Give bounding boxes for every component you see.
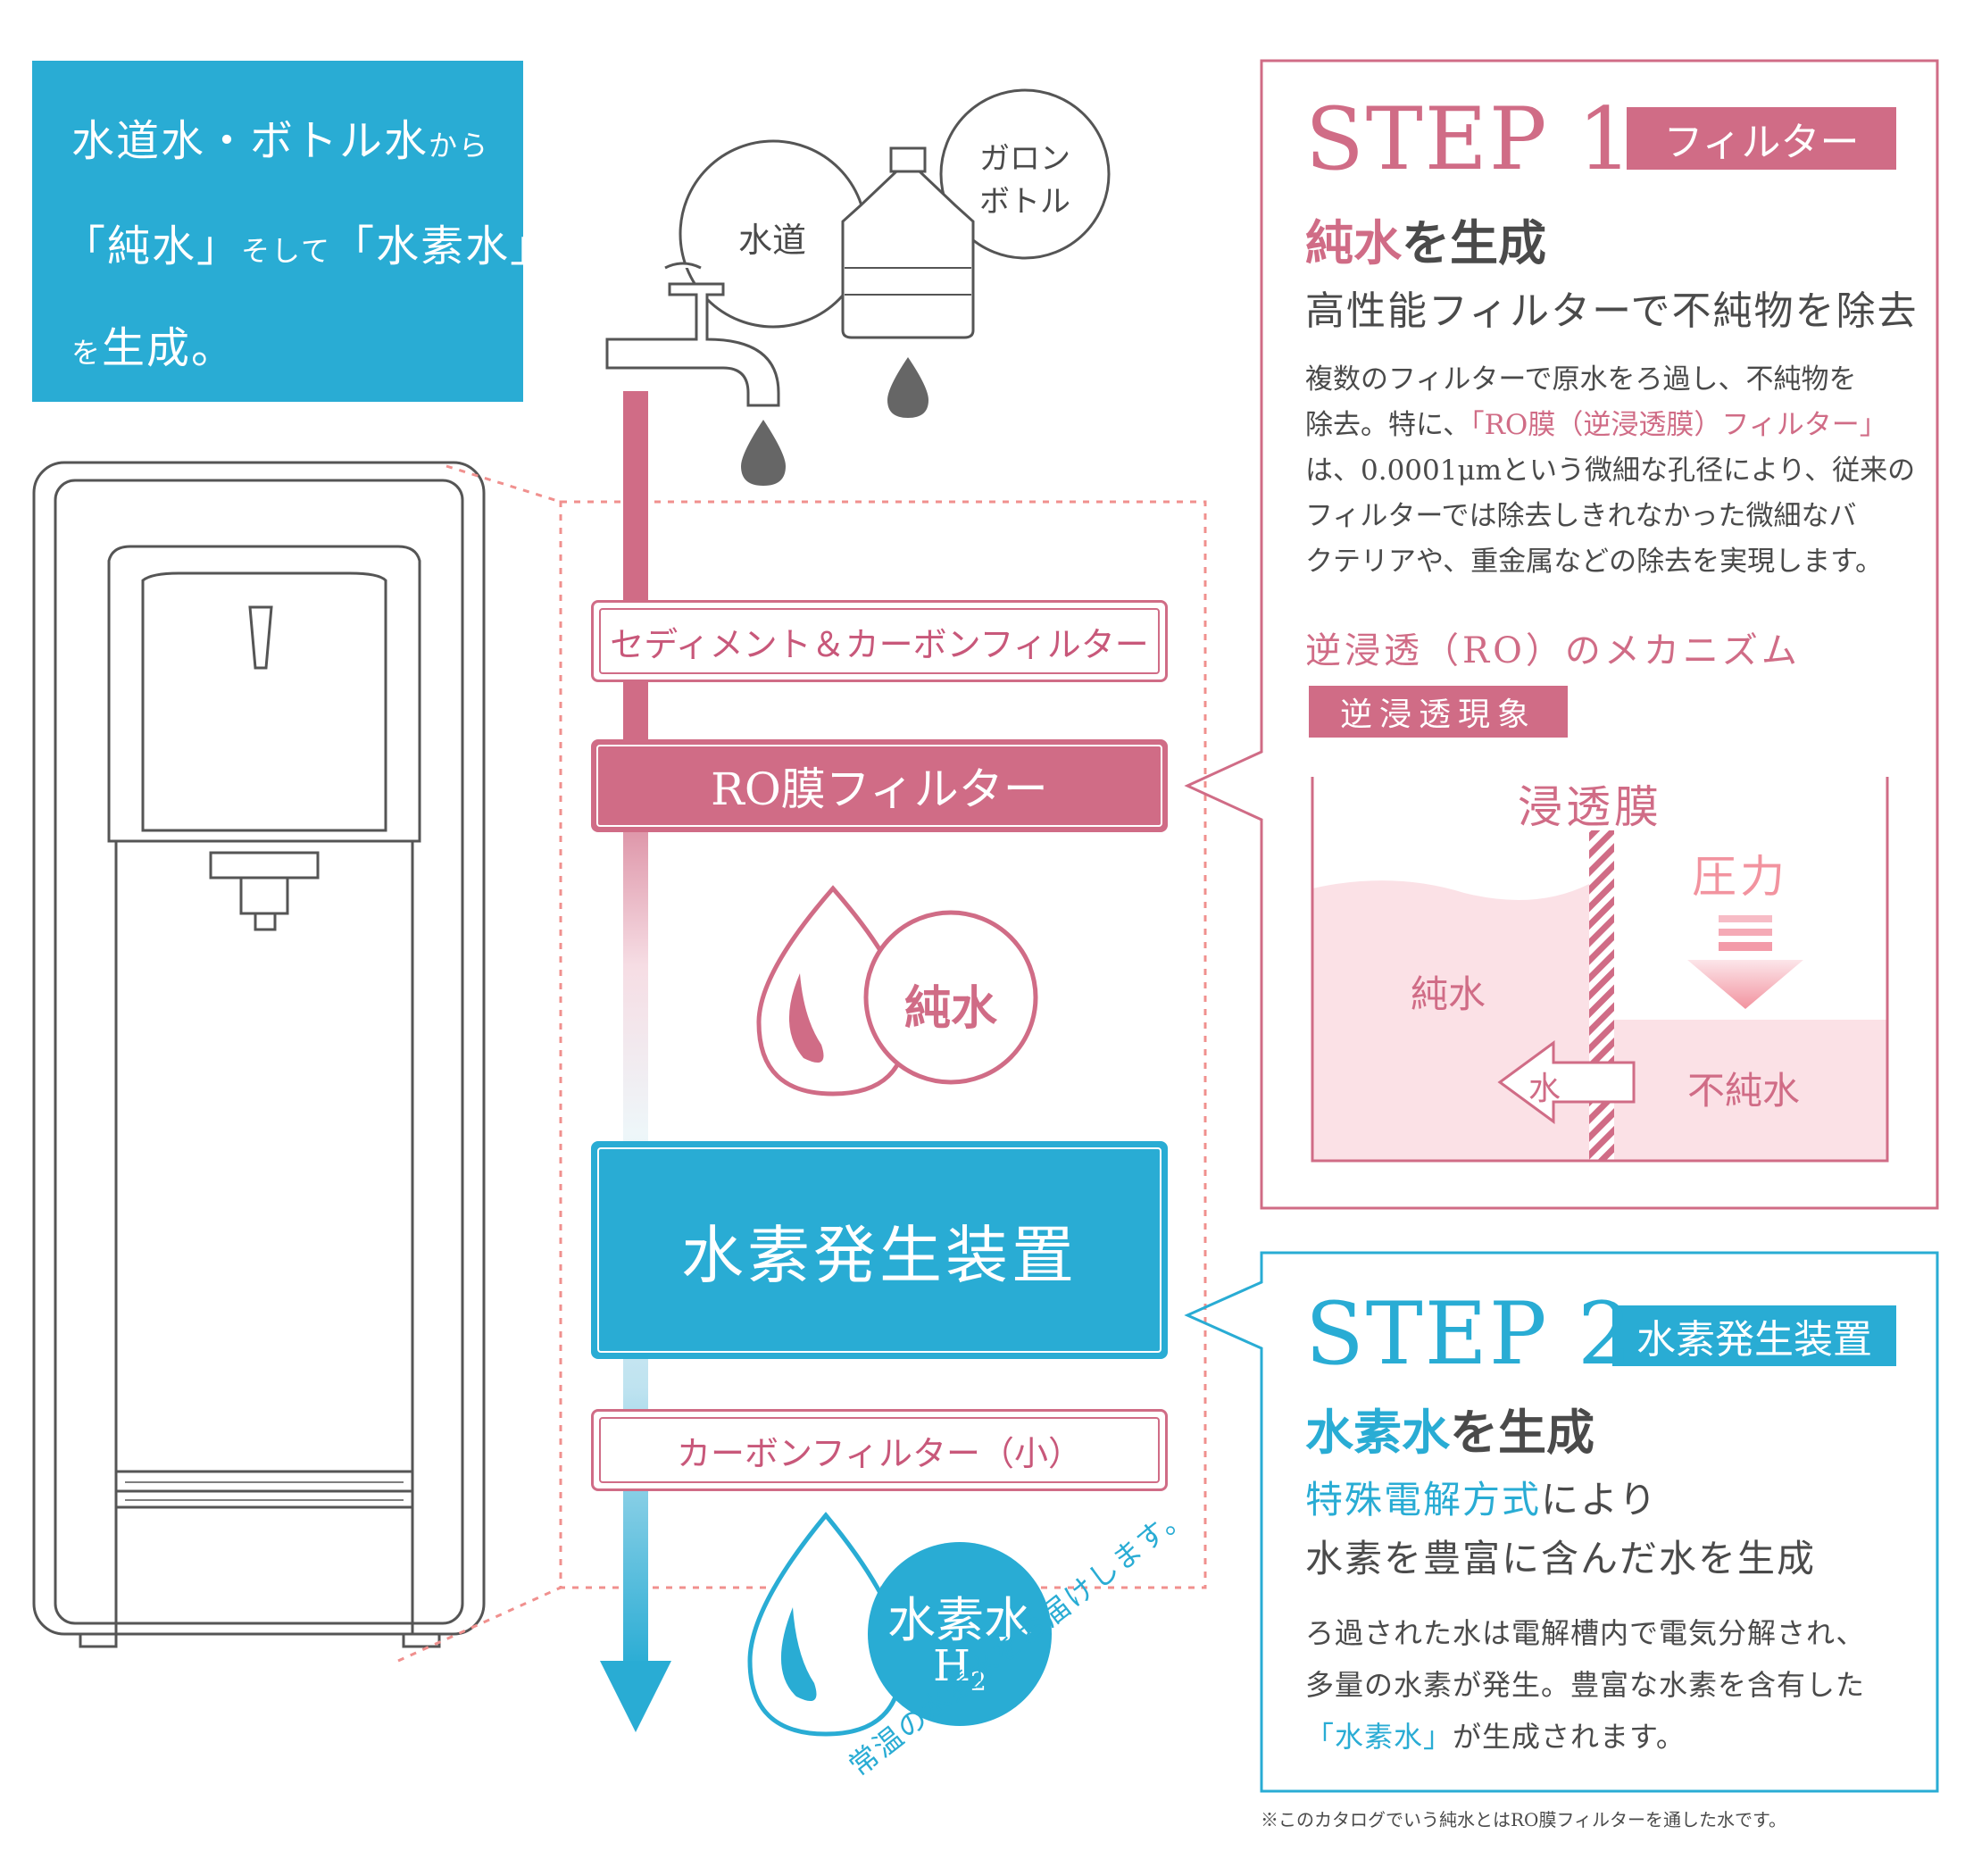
step2-sub-line-2: 水素を豊富に含んだ水を生成 [1305,1537,1817,1580]
body-line: クテリアや、重金属などの除去を実現します。 [1305,546,1883,578]
headline-text: 水道水・ボトル水 [71,116,429,166]
step2-badge: 水素発生装置 [1636,1317,1872,1363]
step-number: 1 [1577,89,1635,189]
step1-subheading: 高性能フィルターで不純物を除去 [1305,288,1919,334]
stage-label: RO膜フィルター [711,763,1048,815]
faucet-illustration [605,139,868,407]
flow-arrow [600,391,671,1732]
water-drop-icon [741,420,786,486]
headline-line-1: 水道水・ボトル水から [71,105,489,168]
h2-symbol: H [933,1641,971,1691]
sub-rest: により [1541,1478,1659,1522]
body-text: が生成されます。 [1453,1720,1686,1754]
sub-accent: 特殊電解方式 [1305,1478,1542,1522]
step-word: STEP [1305,1284,1549,1384]
body-line: 除去。特に、「RO膜（逆浸透膜）フィルター」 [1305,403,1915,448]
heading-accent: 純水 [1305,214,1402,271]
body-line: 「水素水」が生成されます。 [1305,1711,1865,1763]
tap-label: 水道 [737,221,806,260]
stage-label: 水素発生装置 [681,1218,1078,1292]
headline-text: 生成。 [102,323,237,373]
h2-subscript: 2 [970,1666,987,1697]
water-arrow-label: 水 [1528,1071,1561,1107]
impure-water-side-label: 不純水 [1687,1069,1801,1113]
sediment-carbon-filter: セディメント＆カーボンフィルター [591,600,1168,682]
headline-box: 水道水・ボトル水から 「純水」そして「水素水」 を生成。 [32,61,553,402]
hydrogen-water-label: 水素水 [887,1592,1032,1648]
step1-body: 複数のフィルターで原水をろ過し、不純物を 除去。特に、「RO膜（逆浸透膜）フィル… [1305,357,1915,585]
body-line: 複数のフィルターで原水をろ過し、不純物を [1305,363,1857,396]
body-line: フィルターでは除去しきれなかった微細なバ [1305,500,1857,532]
carbon-filter-small: カーボンフィルター（小） [591,1409,1168,1491]
body-text: 除去。特に、 [1305,409,1471,441]
stage-label: カーボンフィルター（小） [676,1433,1083,1473]
headline-line-3: を生成。 [71,313,236,375]
hydrogen-generator: 水素発生装置 [591,1141,1168,1359]
body-line: は、0.0001μmという微細な孔径により、従来の [1305,454,1916,487]
step-word: STEP [1305,89,1549,189]
bottle-label-1: ガロン [979,141,1070,177]
pure-water-drop-icon [756,885,1038,1096]
gallon-bottle-illustration [841,88,1111,339]
step2-title: STEP 2 [1305,1284,1634,1384]
step1-badge-bg [1627,107,1896,170]
ro-membrane-filter: RO膜フィルター [591,739,1168,832]
body-accent: 「RO膜（逆浸透膜）フィルター」 [1470,409,1887,441]
hydrogen-water-drop-icon [747,1512,1052,1737]
step2-body: ろ過された水は電解槽内で電気分解され、 多量の水素が発生。豊富な水素を含有した … [1305,1607,1865,1763]
heading-rest: を生成 [1402,214,1546,271]
footnote: ※このカタログでいう純水とはRO膜フィルターを通した水です。 [1261,1809,1787,1830]
step2-sub-line-1: 特殊電解方式により [1305,1470,1658,1524]
step2-heading: 水素水を生成 [1305,1393,1594,1463]
membrane-label: 浸透膜 [1518,781,1662,833]
mechanism-badge-bg [1309,686,1568,738]
step-number: 2 [1577,1284,1635,1384]
headline-text-small: を [71,336,103,370]
step1-heading: 純水を生成 [1305,204,1546,274]
pure-water-label: 純水 [903,981,997,1036]
water-drop-icon [887,357,928,418]
step2-panel-frame [1184,1251,1939,1793]
body-accent: 「水素水」 [1305,1720,1453,1754]
step1-panel-frame [1184,59,1939,1210]
bottle-label-2: ボトル [979,184,1070,220]
headline-line-2: 「純水」そして「水素水」 [62,211,554,273]
headline-text: 「純水」 [62,221,242,271]
headline-text-small: から [429,129,490,163]
body-line: ろ過された水は電解槽内で電気分解され、 [1305,1616,1866,1650]
heading-rest: を生成 [1450,1404,1594,1461]
osmosis-diagram [1311,777,1889,1163]
body-line: 多量の水素が発生。豊富な水素を含有した [1305,1668,1866,1702]
h2-formula: H2 [924,1641,995,1697]
headline-text-small: そして [241,234,332,268]
heading-accent: 水素水 [1305,1404,1450,1461]
step1-title: STEP 1 [1305,89,1634,189]
pressure-label: 圧力 [1692,851,1788,903]
water-dispenser-illustration [32,461,486,1648]
stage-label: セディメント＆カーボンフィルター [610,624,1149,664]
pure-water-side-label: 純水 [1411,972,1486,1016]
step2-badge-bg [1612,1305,1896,1366]
mechanism-badge: 逆浸透現象 [1339,696,1536,733]
step1-badge: フィルター [1663,120,1860,165]
headline-text: 「水素水」 [331,221,555,271]
mechanism-title: 逆浸透（RO）のメカニズム [1305,630,1801,671]
